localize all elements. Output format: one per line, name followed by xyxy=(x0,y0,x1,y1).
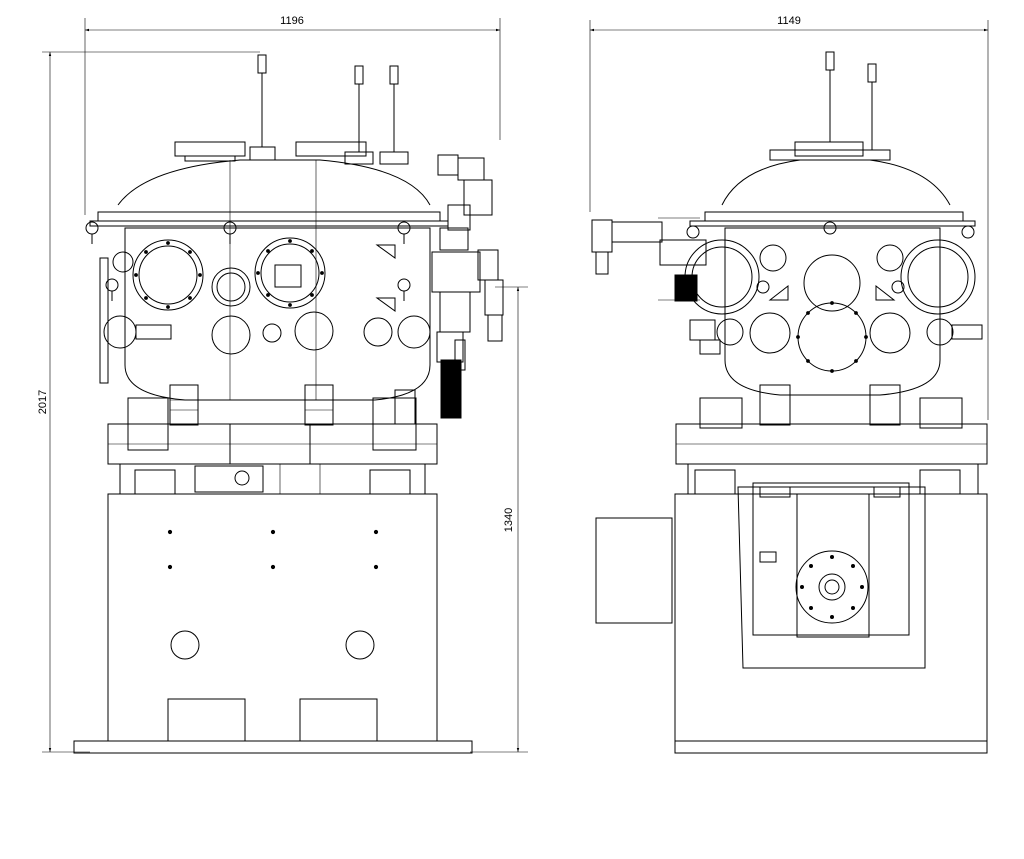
side-width-dimension: 1149 xyxy=(589,15,989,420)
front-legs xyxy=(169,384,416,426)
front-frame-height-label: 1340 xyxy=(503,508,515,532)
front-view: 1196 2017 1340 xyxy=(37,15,528,754)
front-frame-height-dimension: 1340 xyxy=(470,286,528,753)
front-eye-bolts xyxy=(85,221,411,301)
front-support-platform xyxy=(107,397,438,495)
front-total-height-dimension: 2017 xyxy=(37,51,260,753)
front-cabinet xyxy=(73,493,473,754)
side-view: 1149 xyxy=(589,15,989,754)
front-side-equipment xyxy=(431,154,504,419)
side-width-label: 1149 xyxy=(777,15,801,27)
side-left-equipment xyxy=(591,217,721,355)
side-cabinet xyxy=(595,482,988,754)
front-chamber xyxy=(89,54,449,401)
side-chamber xyxy=(689,51,976,396)
front-left-bracket xyxy=(99,257,109,384)
front-width-dimension: 1196 xyxy=(84,15,501,215)
front-ports xyxy=(103,237,431,355)
side-ports xyxy=(684,221,983,373)
side-support-platform xyxy=(675,397,988,495)
side-legs xyxy=(759,384,901,426)
front-total-height-label: 2017 xyxy=(37,390,49,414)
front-width-label: 1196 xyxy=(280,15,304,27)
